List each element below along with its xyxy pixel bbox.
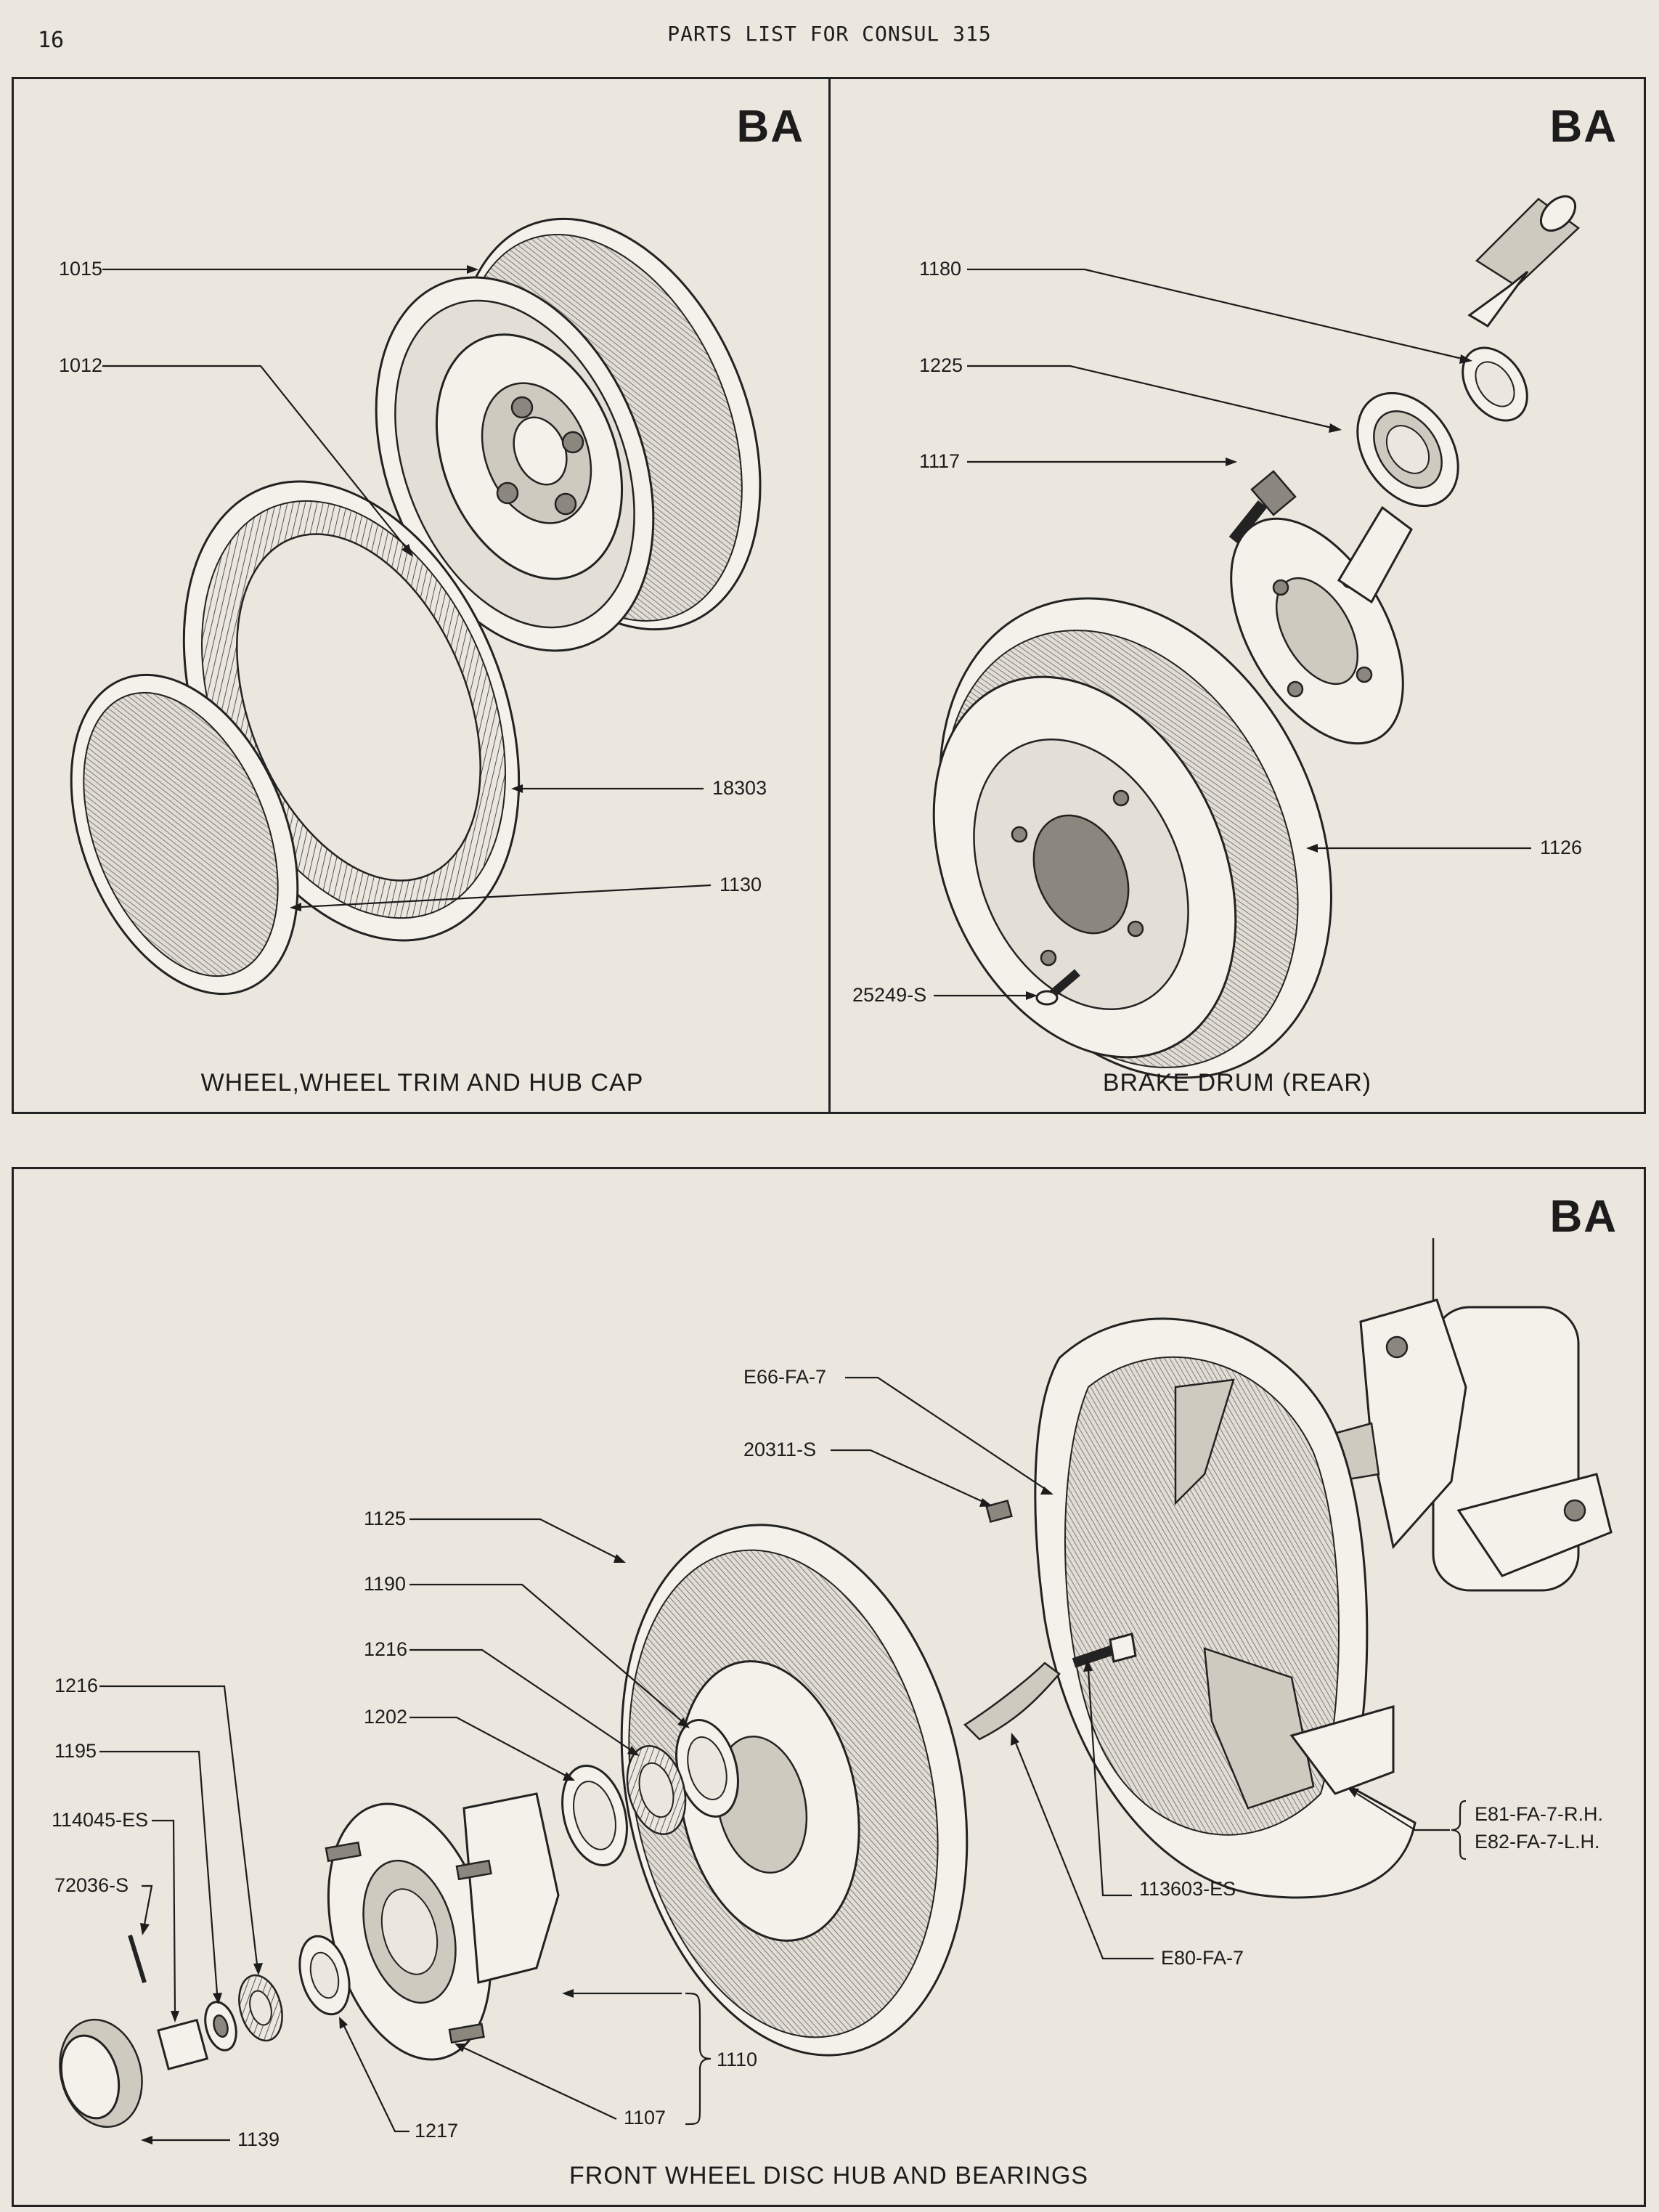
wheel-rim <box>375 217 762 652</box>
brake-drum-exploded-diagram: 1180 1225 1117 1126 25249-S <box>852 195 1582 1079</box>
panel-caption: WHEEL,WHEEL TRIM AND HUB CAP <box>200 1069 644 1097</box>
svg-text:72036-S: 72036-S <box>54 1874 129 1896</box>
outer-bearing <box>298 1935 351 2016</box>
callout-1216-upper: 1216 <box>364 1638 640 1756</box>
callout-e80-fa-7: E80-FA-7 <box>1011 1733 1244 1969</box>
locking-tab <box>963 1662 1061 1741</box>
callout-1225: 1225 <box>919 354 1342 433</box>
svg-text:1125: 1125 <box>364 1508 406 1529</box>
svg-text:1225: 1225 <box>919 354 963 376</box>
callout-1117: 1117 <box>919 450 1237 472</box>
svg-text:1216: 1216 <box>364 1638 407 1660</box>
bearing-cup <box>561 1765 628 1866</box>
svg-text:1217: 1217 <box>415 2120 458 2142</box>
callout-1216-lower: 1216 <box>54 1675 263 1975</box>
callout-1125: 1125 <box>364 1508 626 1563</box>
svg-text:1180: 1180 <box>919 258 961 280</box>
hub-nut-and-retainer <box>157 2018 209 2070</box>
svg-text:1139: 1139 <box>237 2128 280 2150</box>
wheel-exploded-diagram: 1015 1012 18303 1130 <box>59 217 767 996</box>
callout-18303: 18303 <box>511 777 767 799</box>
section-badge: BA <box>1549 1192 1618 1242</box>
front-wheel-disc-hub-bearings-panel: BA <box>12 1167 1646 2207</box>
callout-1190: 1190 <box>364 1573 690 1728</box>
svg-text:E66-FA-7: E66-FA-7 <box>743 1366 826 1388</box>
svg-text:1202: 1202 <box>364 1706 407 1728</box>
svg-text:1195: 1195 <box>54 1740 97 1762</box>
svg-text:E81-FA-7-R.H.: E81-FA-7-R.H. <box>1475 1803 1603 1825</box>
tapered-roller-bearing <box>626 1745 687 1835</box>
callout-1015: 1015 <box>59 258 478 280</box>
callout-1130: 1130 <box>290 874 762 911</box>
wheel-trim-hub-cap-panel: BA <box>12 77 831 1114</box>
callout-1195: 1195 <box>54 1740 222 2004</box>
section-badge: BA <box>1549 102 1618 152</box>
callout-1012: 1012 <box>59 354 413 557</box>
svg-text:1216: 1216 <box>54 1675 98 1696</box>
outer-roller-bearing <box>238 1974 283 2042</box>
brake-backing-plate <box>1034 1317 1417 1899</box>
svg-text:1107: 1107 <box>624 2107 666 2128</box>
svg-text:E82-FA-7-L.H.: E82-FA-7-L.H. <box>1475 1831 1600 1853</box>
front-hub <box>325 1792 560 2061</box>
callout-20311-s: 20311-S <box>743 1439 992 1507</box>
section-badge: BA <box>736 102 804 152</box>
svg-text:20311-S: 20311-S <box>743 1439 816 1460</box>
wheel-bolt <box>1228 470 1297 544</box>
callout-e81-e82-fa-7: E81-FA-7-R.H. E82-FA-7-L.H. <box>1348 1788 1603 1861</box>
callout-1110: 1110 <box>562 1989 757 2126</box>
svg-text:1130: 1130 <box>720 874 762 895</box>
callout-1202: 1202 <box>364 1706 575 1781</box>
svg-text:1012: 1012 <box>59 354 102 376</box>
brake-disc <box>620 1524 969 2057</box>
brake-drum-rear-panel: BA <box>828 77 1646 1114</box>
callout-1217: 1217 <box>339 2017 458 2142</box>
panel-caption: FRONT WHEEL DISC HUB AND BEARINGS <box>569 2162 1088 2189</box>
outer-bearing-cup <box>675 1719 739 1818</box>
svg-text:25249-S: 25249-S <box>852 984 926 1006</box>
svg-text:1117: 1117 <box>919 450 960 472</box>
page-number: 16 <box>38 28 65 53</box>
svg-text:113603-ES: 113603-ES <box>1139 1878 1236 1900</box>
callout-1180: 1180 <box>919 258 1472 364</box>
callout-e66-fa-7: E66-FA-7 <box>743 1366 1053 1495</box>
svg-text:1126: 1126 <box>1540 837 1582 858</box>
backing-plate-bolt <box>985 1499 1013 1524</box>
brake-drum <box>932 597 1332 1079</box>
hub-cap <box>70 673 299 996</box>
hub-grease-cap <box>59 2018 143 2128</box>
svg-text:E80-FA-7: E80-FA-7 <box>1161 1947 1244 1969</box>
svg-text:18303: 18303 <box>712 777 767 799</box>
axle-flange <box>1230 505 1413 745</box>
split-pin <box>128 1935 147 1983</box>
axle-shaft <box>1467 195 1580 328</box>
page-header: PARTS LIST FOR CONSUL 315 <box>667 22 992 46</box>
caliper-bolt <box>1072 1632 1137 1668</box>
callout-1126: 1126 <box>1306 837 1582 858</box>
callout-25249-s: 25249-S <box>852 984 1038 1006</box>
panel-caption: BRAKE DRUM (REAR) <box>1102 1069 1372 1097</box>
svg-text:1110: 1110 <box>717 2049 757 2070</box>
callout-1107: 1107 <box>455 2044 666 2128</box>
drum-retaining-screw <box>1035 969 1080 1006</box>
front-hub-exploded-diagram: E66-FA-7 20311-S 1125 1190 1216 1202 <box>52 1238 1613 2150</box>
svg-text:1015: 1015 <box>59 258 102 280</box>
callout-72036-s: 72036-S <box>54 1874 153 1935</box>
callout-113603-es: 113603-ES <box>1083 1659 1236 1900</box>
svg-text:114045-ES: 114045-ES <box>52 1809 148 1831</box>
svg-text:1190: 1190 <box>364 1573 406 1595</box>
thrust-washer <box>204 2001 237 2052</box>
callout-114045-es: 114045-ES <box>52 1809 179 2022</box>
callout-1139: 1139 <box>141 2128 280 2150</box>
wheel-bearing <box>1356 391 1459 508</box>
